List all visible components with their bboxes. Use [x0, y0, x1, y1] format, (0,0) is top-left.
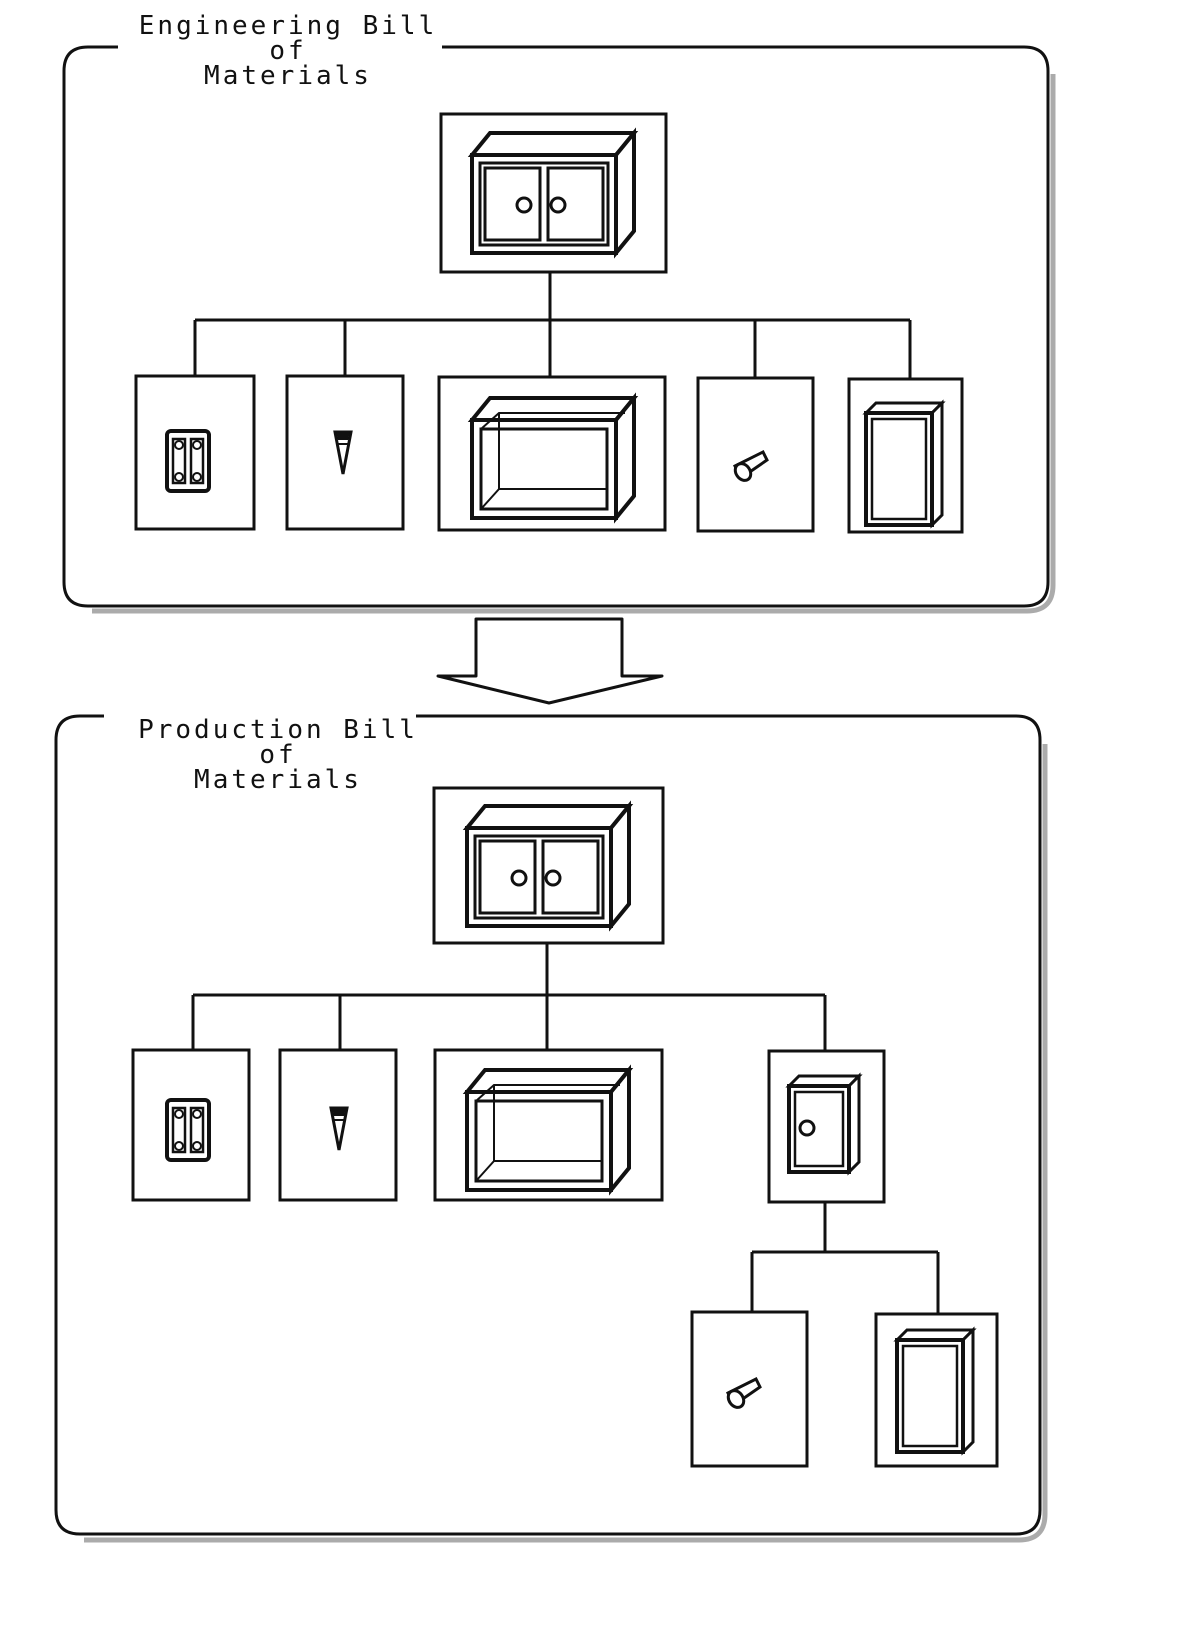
engineering-node-screw — [285, 374, 405, 531]
cabinet-icon — [470, 131, 636, 255]
door-assembly-icon — [787, 1074, 861, 1174]
production-node-knob — [690, 1310, 809, 1468]
production-root-node — [432, 786, 665, 945]
production-node-hinge — [131, 1048, 251, 1202]
engineering-bom-panel — [62, 45, 1056, 614]
production-bom-title: Production Bill of Materials — [124, 715, 432, 795]
engineering-root-node — [439, 112, 668, 274]
engineering-node-body — [437, 375, 667, 532]
production-node-screw — [278, 1048, 398, 1202]
engineering-title-line-2: Materials — [204, 61, 372, 91]
production-title-line-1: Production Bill of — [138, 715, 418, 770]
engineering-node-hinge — [134, 374, 256, 531]
production-connectors — [191, 943, 940, 1314]
hinge-icon — [165, 1098, 211, 1162]
production-node-door — [874, 1312, 999, 1468]
cabinet-icon — [465, 804, 631, 928]
engineering-title-line-1: Engineering Bill of — [138, 11, 438, 66]
door-panel-icon — [864, 401, 944, 527]
hinge-icon — [165, 429, 211, 493]
production-title-line-2: Materials — [194, 765, 362, 795]
cabinet-body-icon — [465, 1068, 631, 1192]
production-node-door-assembly — [767, 1049, 886, 1204]
engineering-node-door — [847, 377, 964, 534]
door-panel-icon — [895, 1328, 975, 1454]
engineering-bom-title: Engineering Bill of Materials — [134, 11, 442, 91]
production-node-body — [433, 1048, 664, 1202]
transform-arrow — [436, 617, 664, 705]
cabinet-body-icon — [470, 396, 636, 520]
engineering-node-knob — [696, 376, 815, 533]
engineering-connectors — [193, 272, 912, 380]
production-bom-panel — [54, 714, 1048, 1543]
